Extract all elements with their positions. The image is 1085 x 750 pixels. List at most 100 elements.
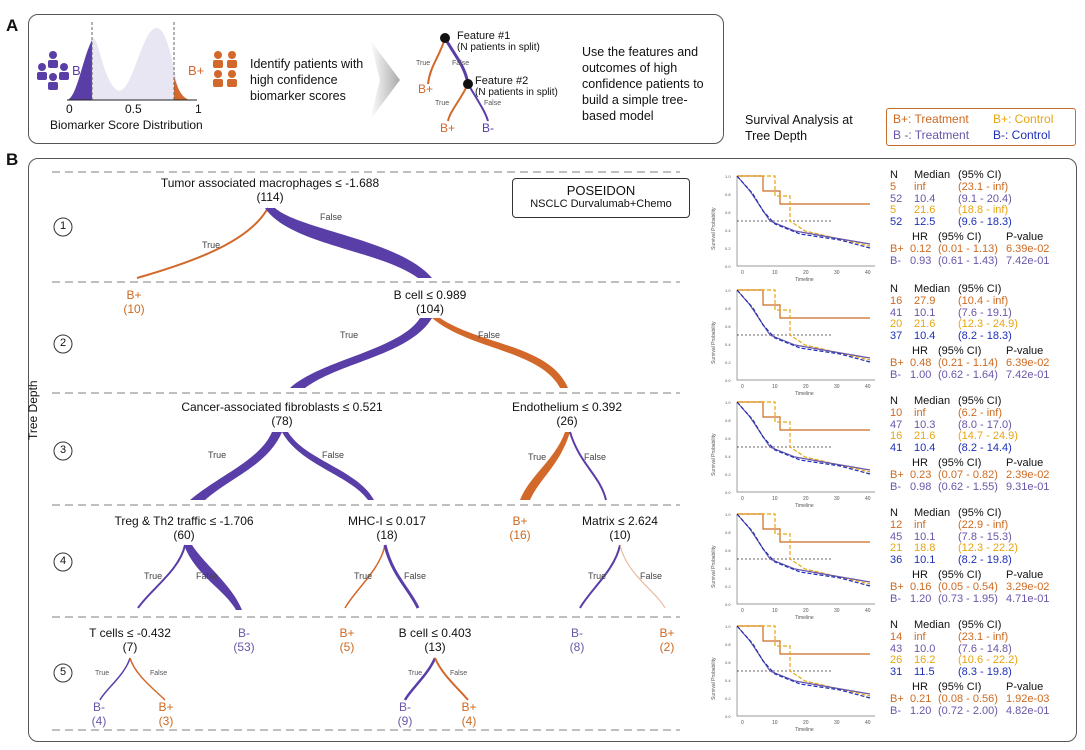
- stats-header-hr: HR: [912, 569, 928, 581]
- km-xtick: 0: [741, 496, 744, 502]
- stats-n: 26: [890, 654, 903, 666]
- stats-header-hr: HR: [912, 681, 928, 693]
- stats-header-pvalue: P-value: [1006, 569, 1044, 581]
- leaf-d6a-n: (4): [91, 714, 107, 728]
- km-ytick: 0.4: [725, 454, 731, 459]
- stats-median: 27.9: [914, 295, 936, 307]
- node-d1-label: Tumor associated macrophages ≤ -1.688: [160, 176, 380, 190]
- stats-ci: (23.1 - inf): [958, 631, 1009, 643]
- km-xtick: 40: [865, 496, 871, 502]
- stats-hr-group: B-: [890, 592, 901, 605]
- stats-n: 10: [890, 407, 903, 419]
- tree-true-1: True: [416, 60, 431, 67]
- stats-header-median: Median: [914, 283, 951, 295]
- stats-hr-group: B+: [890, 357, 904, 369]
- stats-ci: (9.1 - 20.4): [958, 192, 1012, 205]
- stats-median: 21.6: [914, 318, 936, 330]
- stats-median: 11.5: [914, 665, 935, 678]
- edge-d4b-false: False: [404, 571, 427, 581]
- legend-bminus-treatment: B -: Treatment: [893, 128, 970, 142]
- axis-tick-0: 0: [66, 102, 73, 116]
- stats-ci: (23.1 - inf): [958, 181, 1009, 193]
- node-d5a-label: T cells ≤ -0.432: [89, 626, 171, 640]
- km-xtick: 30: [834, 496, 840, 502]
- stats-n: 31: [890, 665, 903, 678]
- stats-n: 21: [890, 542, 903, 554]
- stats-header-pvalue: P-value: [1006, 681, 1044, 693]
- stats-n: 16: [890, 430, 903, 442]
- stats-ci: (8.2 - 14.4): [958, 441, 1012, 454]
- km-ylabel: Survival Probability: [711, 433, 717, 476]
- stats-ci: (10.4 - inf): [958, 295, 1009, 307]
- stats-median: 18.8: [914, 542, 936, 554]
- node-d5a-split: T cells ≤ -0.432 (7): [89, 626, 171, 654]
- axis-tick-05: 0.5: [125, 102, 142, 116]
- node-d6b-leaf: B+ (3): [158, 700, 173, 728]
- node-d4d-n: (10): [609, 528, 631, 542]
- tree-false-2: False: [484, 100, 502, 107]
- branch-d1-true: [136, 207, 269, 279]
- node-d4a-label: Treg & Th2 traffic ≤ -1.706: [114, 514, 254, 528]
- leaf-d4c-label: B+: [512, 514, 528, 528]
- stats-hr-ci: (0.62 - 1.55): [938, 480, 998, 493]
- tree-true-2: True: [435, 100, 450, 107]
- km-ytick: 1.0: [725, 624, 731, 629]
- node-d6d-leaf: B+ (4): [461, 700, 476, 728]
- edge-d2-false: False: [478, 330, 501, 340]
- km-ylabel: Survival Probability: [711, 657, 717, 700]
- km-ytick: 0.0: [725, 378, 731, 383]
- study-box: POSEIDON NSCLC Durvalumab+Chemo: [512, 178, 690, 218]
- stats-header-ci: (95% CI): [958, 619, 1002, 631]
- km-ytick: 0.6: [725, 436, 731, 441]
- stats-hr-group: B+: [890, 469, 904, 481]
- node-d3a-n: (78): [271, 414, 293, 428]
- depth-label-4: 4: [60, 555, 67, 567]
- km-ytick: 0.2: [725, 584, 731, 589]
- node-d4b-split: MHC-I ≤ 0.017 (18): [348, 514, 426, 542]
- stats-hr: 0.16: [910, 581, 932, 593]
- stats-median: 21.6: [914, 204, 936, 216]
- edge-d4d-false: False: [640, 571, 663, 581]
- stats-header-median: Median: [914, 507, 951, 519]
- leaf-d6b-n: (3): [158, 714, 174, 728]
- stats-header-ci: (95% CI): [958, 507, 1002, 519]
- km-ytick: 1.0: [725, 174, 731, 179]
- edge-d1-false: False: [320, 212, 343, 222]
- step2-text: Use the features and outcomes of high co…: [582, 45, 704, 123]
- branch-d5d-false: [434, 657, 469, 701]
- node-d2-split: B cell ≤ 0.989 (104): [394, 288, 467, 316]
- branch-d3a-true: [190, 432, 282, 500]
- panel-b-letter: B: [6, 150, 19, 169]
- stats-ci: (8.3 - 19.8): [958, 665, 1012, 678]
- km-ytick: 0.6: [725, 548, 731, 553]
- edge-d4a-false: False: [196, 571, 219, 581]
- km-xtick: 0: [741, 270, 744, 276]
- km-xtick: 0: [741, 384, 744, 390]
- node-d1-n: (114): [256, 190, 284, 204]
- tree-leaf-bplus-2: B+: [440, 121, 456, 135]
- node-d2-n: (104): [415, 302, 445, 316]
- stats-hr-group: B+: [890, 693, 904, 705]
- stats-median: 10.4: [914, 329, 936, 342]
- branch-d5d-true: [403, 657, 437, 701]
- leaf-d5c-n: (5): [339, 640, 355, 654]
- node-d3b-label: Endothelium ≤ 0.392: [512, 400, 622, 414]
- km-xtick: 30: [834, 720, 840, 726]
- stats-hr-ci: (0.62 - 1.64): [938, 368, 998, 381]
- stats-ci: (22.9 - inf): [958, 519, 1009, 531]
- km-ytick: 0.8: [725, 306, 731, 311]
- stats-header-pvalue: P-value: [1006, 345, 1044, 357]
- depth-label-1: 1: [60, 220, 67, 232]
- node-d4d-split: Matrix ≤ 2.624 (10): [582, 514, 658, 542]
- km-xtick: 30: [834, 608, 840, 614]
- stats-header-hr-ci: (95% CI): [938, 457, 982, 469]
- step1-text: Identify patients with high confidence b…: [250, 57, 364, 103]
- km-ylabel: Survival Probability: [711, 207, 717, 250]
- stats-hr-ci: (0.61 - 1.43): [938, 254, 998, 267]
- branch-d3a-false: [282, 432, 374, 500]
- branch-d2-true: [290, 318, 432, 388]
- stats-n: 37: [890, 329, 903, 342]
- km-ytick: 0.0: [725, 714, 731, 719]
